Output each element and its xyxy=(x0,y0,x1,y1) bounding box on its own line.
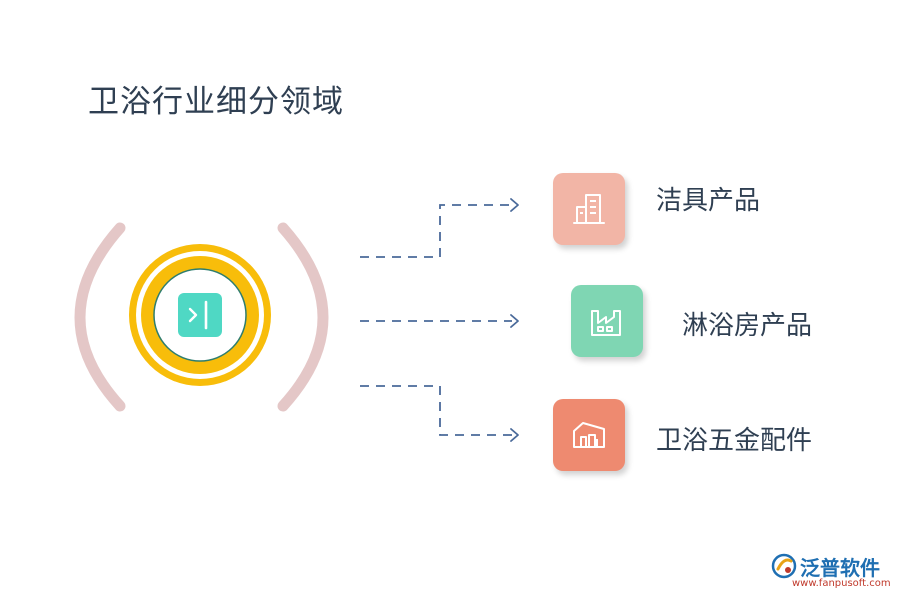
branch-tile-2 xyxy=(553,399,625,471)
logo-icon xyxy=(771,553,797,579)
branch-label-0: 洁具产品 xyxy=(656,186,761,216)
connector-bottom xyxy=(360,385,512,436)
branch-tile-1 xyxy=(571,285,643,357)
branch-label-1: 淋浴房产品 xyxy=(682,311,813,341)
watermark-url: www.fanpusoft.com xyxy=(792,578,891,589)
arrowhead-bottom xyxy=(510,428,519,442)
right-bracket xyxy=(277,222,329,412)
building-icon xyxy=(573,194,605,224)
branch-label-2: 卫浴五金配件 xyxy=(656,426,813,456)
connector-top xyxy=(360,204,512,258)
sidebar-expand-icon xyxy=(178,293,222,337)
factory-icon xyxy=(591,310,621,336)
watermark-name: 泛普软件 xyxy=(800,556,880,580)
arrowhead-middle xyxy=(510,314,519,328)
left-bracket xyxy=(74,222,126,412)
branch-tile-0 xyxy=(553,173,625,245)
page-title: 卫浴行业细分领域 xyxy=(88,84,344,120)
center-hub xyxy=(129,244,271,386)
arrowhead-top xyxy=(510,198,519,212)
warehouse-icon xyxy=(573,422,605,448)
